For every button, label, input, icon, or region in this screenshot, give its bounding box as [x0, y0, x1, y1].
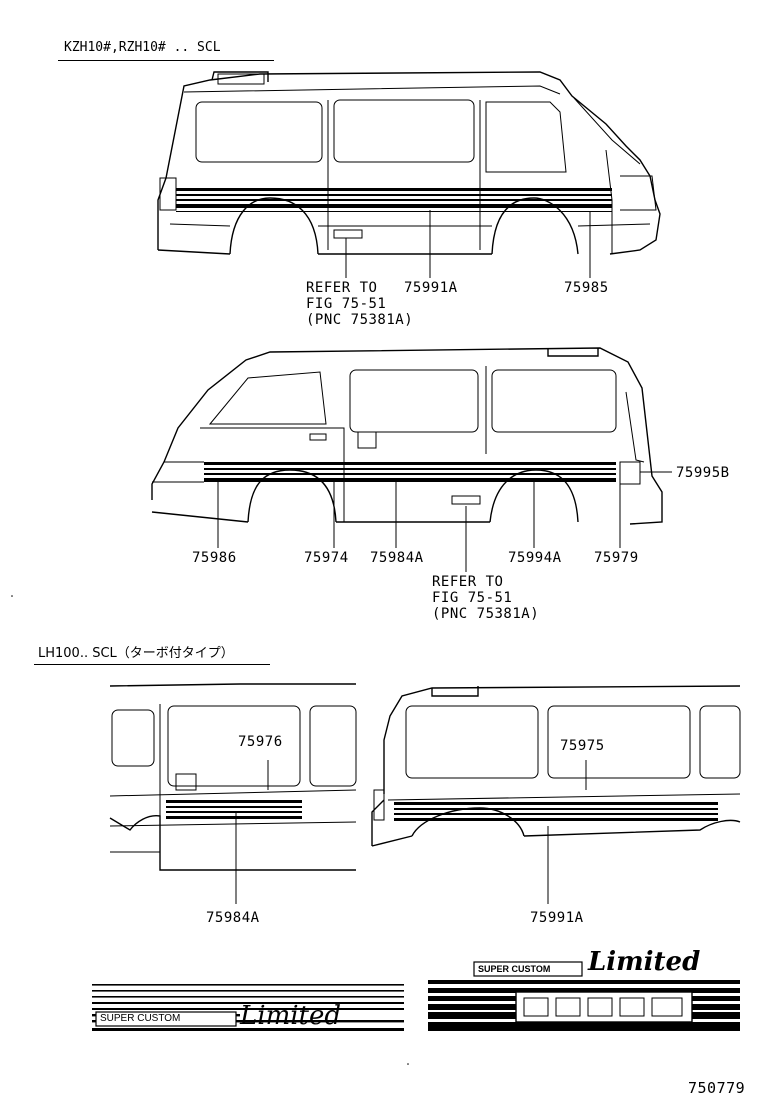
label-75984A-mid: 75984A: [370, 550, 424, 566]
label-fig-1: FIG 75-51: [306, 296, 387, 312]
emblem-large-block-letters: [523, 997, 683, 1017]
label-refer-to-1: REFER TO: [306, 280, 378, 296]
label-75991A-bottom: 75991A: [530, 910, 584, 926]
section1-header-underline: [58, 60, 274, 61]
van4-body: [371, 685, 741, 847]
van1-badge: [333, 229, 363, 239]
section3-header: LH100.. SCL（ターボ付タイプ）: [38, 646, 234, 661]
label-75975: 75975: [560, 738, 605, 754]
emblem-super-custom-box-left: [95, 1011, 237, 1027]
emblem-limited-script-right: Limited: [588, 947, 701, 977]
label-75985: 75985: [564, 280, 609, 296]
emblem-limited-script-left: Limited: [240, 1001, 342, 1031]
label-75995B: 75995B: [676, 465, 730, 481]
label-75991A-top: 75991A: [404, 280, 458, 296]
figure-number: 750779: [688, 1079, 746, 1097]
section1-header: KZH10#,RZH10# .. SCL: [64, 40, 221, 55]
section3-header-underline: [34, 664, 270, 665]
label-75974: 75974: [304, 550, 349, 566]
label-refer-to-2: REFER TO: [432, 574, 504, 590]
van1-body: [157, 71, 661, 255]
van3-stripe: [166, 800, 302, 819]
label-75984A-bottom: 75984A: [206, 910, 260, 926]
emblem-super-custom-text-left: SUPER CUSTOM: [100, 1013, 181, 1024]
label-fig-2: FIG 75-51: [432, 590, 513, 606]
label-75979: 75979: [594, 550, 639, 566]
label-75994A: 75994A: [508, 550, 562, 566]
van3-body: [109, 683, 357, 871]
label-75986: 75986: [192, 550, 237, 566]
emblem-large-block: [515, 991, 693, 1023]
emblem-super-custom-text-right: SUPER CUSTOM: [478, 964, 551, 974]
label-pnc-1: (PNC 75381A): [306, 312, 414, 328]
van2-stripe: [204, 462, 616, 482]
label-pnc-2: (PNC 75381A): [432, 606, 540, 622]
van1-stripe: [176, 188, 612, 212]
van2-body: [151, 347, 663, 525]
van4-stripe: [394, 802, 718, 821]
van2-badge: [451, 495, 481, 505]
emblem-super-custom-box-right: [473, 961, 583, 977]
label-75976: 75976: [238, 734, 283, 750]
